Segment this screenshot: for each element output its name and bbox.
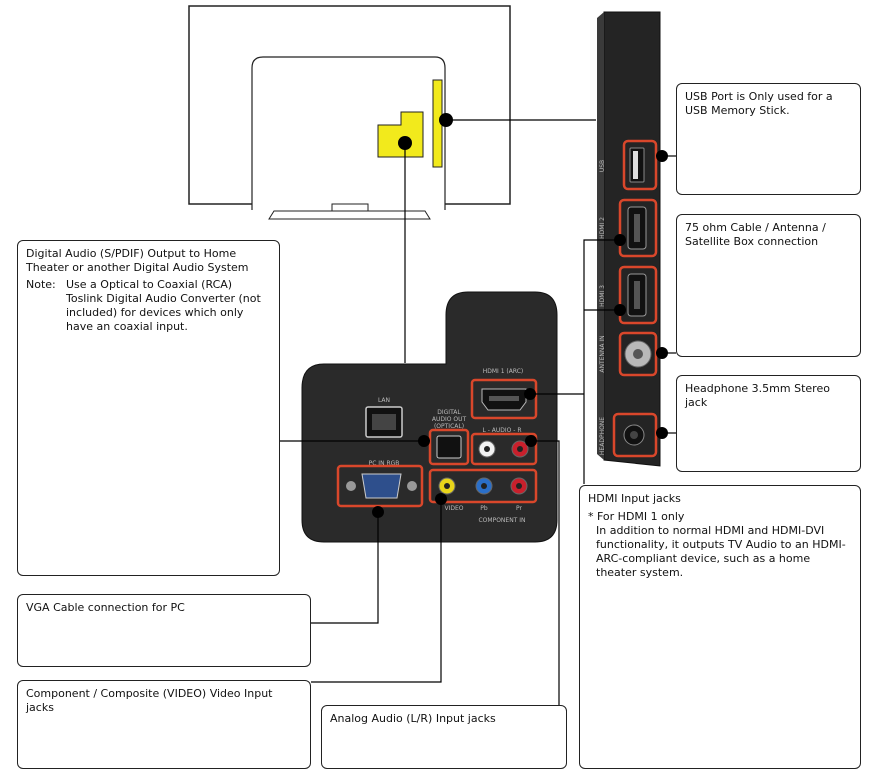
callout-component: Component / Composite (VIDEO) Video Inpu… (17, 680, 311, 769)
rear-connector-panel: LAN PC IN RGB DIGITAL AUDIO OUT (OPTICAL… (301, 291, 558, 543)
vga-screw-right (407, 481, 417, 491)
dot-vga (372, 506, 384, 518)
label-digital-2: AUDIO OUT (432, 416, 467, 423)
label-audio-lr: L - AUDIO - R (482, 427, 521, 434)
antenna-port-center (633, 349, 643, 359)
digital-note: Note: Use a Optical to Coaxial (RCA) Tos… (26, 278, 271, 334)
tv-back-cover (251, 56, 446, 210)
label-antenna-in: ANTENNA IN (599, 335, 606, 372)
tv-stand-base (268, 210, 431, 220)
leader-vga (311, 512, 379, 624)
label-hdmi2: HDMI 2 (599, 217, 606, 239)
label-hdmi3: HDMI 3 (599, 285, 606, 307)
callout-hdmi: HDMI Input jacks * For HDMI 1 only In ad… (579, 485, 861, 769)
label-digital-1: DIGITAL (437, 409, 461, 416)
video-y-jack-hole (444, 483, 450, 489)
vga-port-highlight (336, 464, 424, 508)
usb-port-highlight (622, 139, 658, 191)
label-usb: USB (599, 160, 606, 172)
audio-l-jack-hole (484, 446, 490, 452)
antenna-description: 75 ohm Cable / Antenna / Satellite Box c… (685, 221, 826, 248)
dot-hdmi2 (614, 234, 626, 246)
callout-headphone: Headphone 3.5mm Stereo jack (676, 375, 861, 472)
callout-analog-audio: Analog Audio (L/R) Input jacks (321, 705, 567, 769)
leader-component (311, 499, 442, 683)
hdmi2-port-pins (634, 214, 640, 242)
vga-port (361, 473, 402, 499)
hdmi1-port-highlight (470, 378, 538, 420)
antenna-port-highlight (618, 331, 658, 377)
digital-note-label: Note: (26, 278, 56, 291)
usb-description: USB Port is Only used for a USB Memory S… (685, 90, 833, 117)
pb-jack-hole (481, 483, 487, 489)
hdmi2-port-highlight (618, 198, 658, 258)
optical-port-highlight (428, 428, 470, 466)
analog-audio-description: Analog Audio (L/R) Input jacks (330, 712, 496, 725)
label-lan: LAN (378, 397, 390, 404)
leader-dots (372, 150, 668, 518)
label-video: VIDEO (444, 505, 463, 512)
dot-headphone (656, 427, 668, 439)
label-headphone: HEADPHONE (599, 417, 606, 455)
leader-lines (280, 119, 676, 705)
dot-usb (656, 150, 668, 162)
vga-description: VGA Cable connection for PC (26, 601, 185, 614)
label-hdmi1-arc: HDMI 1 (ARC) (483, 368, 524, 375)
headphone-jack-hole (630, 431, 638, 439)
leader-audio (531, 440, 560, 705)
hdmi-title: HDMI Input jacks (588, 492, 681, 505)
callout-vga: VGA Cable connection for PC (17, 594, 311, 667)
vga-screw-left (346, 481, 356, 491)
hdmi-note-body: In addition to normal HDMI and HDMI-DVI … (596, 524, 846, 579)
component-highlight (428, 468, 538, 504)
label-digital-3: (OPTICAL) (434, 423, 464, 430)
digital-audio-title: Digital Audio (S/PDIF) Output to Home Th… (26, 247, 249, 274)
pr-jack-hole (516, 483, 522, 489)
label-pb: Pb (480, 505, 488, 512)
callout-usb: USB Port is Only used for a USB Memory S… (676, 83, 861, 195)
hdmi3-port-highlight (618, 265, 658, 325)
label-component-in: COMPONENT IN (478, 517, 525, 524)
dot-audio (525, 435, 537, 447)
dot-antenna (656, 347, 668, 359)
dot-optical (418, 435, 430, 447)
audio-lr-highlight (470, 432, 538, 466)
headphone-jack-highlight (612, 412, 658, 458)
leader-hdmi-bracket (583, 239, 620, 484)
callout-digital-audio: Digital Audio (S/PDIF) Output to Home Th… (17, 240, 280, 576)
headphone-description: Headphone 3.5mm Stereo jack (685, 382, 830, 409)
tv-rear-view (188, 5, 511, 220)
usb-port-tongue (633, 151, 638, 179)
digital-note-text: Use a Optical to Coaxial (RCA) Toslink D… (66, 278, 261, 333)
optical-port (436, 435, 462, 459)
hdmi3-port-pins (634, 281, 640, 309)
tv-rear-connector-zone (377, 111, 424, 158)
label-pc-in-rgb: PC IN RGB (369, 460, 400, 467)
hdmi1-port-pins (489, 396, 519, 401)
dot-hdmi1 (524, 388, 536, 400)
lan-port-inner (372, 414, 396, 430)
tv-stand-neck (331, 203, 369, 212)
callout-antenna: 75 ohm Cable / Antenna / Satellite Box c… (676, 214, 861, 357)
component-description: Component / Composite (VIDEO) Video Inpu… (26, 687, 273, 714)
label-pr: Pr (516, 505, 523, 512)
dot-component (435, 493, 447, 505)
side-panel-face (597, 12, 604, 460)
side-connector-panel: USB HDMI 2 HDMI 3 ANTENNA IN HEADPHONE (597, 11, 661, 467)
dot-hdmi3 (614, 304, 626, 316)
audio-r-jack-hole (517, 446, 523, 452)
hdmi-note-head: * For HDMI 1 only (588, 510, 685, 523)
